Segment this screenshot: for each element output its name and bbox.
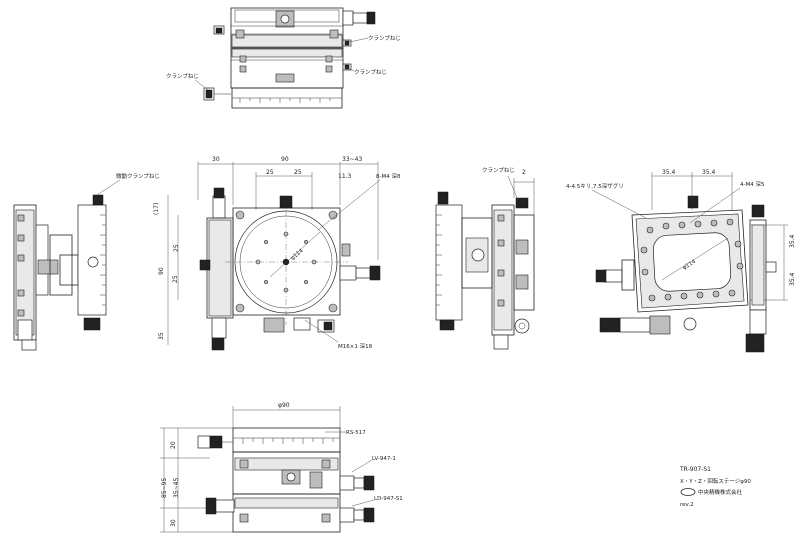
dim-35-v: 35	[158, 332, 165, 340]
dim-25-a: 25	[266, 169, 274, 176]
clamp-screw-label-3: クランプねじ	[166, 73, 199, 80]
right-side-scale-ticks	[436, 214, 442, 306]
company-logo	[680, 488, 696, 496]
hole-m16-label: M16×1 深18	[338, 342, 373, 350]
dim-25-v1: 25	[173, 244, 180, 252]
title-block: TR-907-S1 X・Y・Z・回転ステージφ90 中央精機株式会社 rev.2	[679, 466, 751, 508]
clamp-screw-label-4: クランプねじ	[482, 167, 515, 174]
dim-2: 2	[522, 169, 526, 176]
right-side-view: クランプねじ 2	[435, 167, 535, 350]
revision: rev.2	[680, 502, 694, 508]
dim-90: 90	[281, 156, 289, 163]
dim-90-v: 90	[158, 267, 165, 275]
fine-clamp-screw-label: 微動クランプねじ	[116, 172, 160, 180]
bottom-scale-ticks	[242, 438, 334, 444]
dim-35-4-d: 35.4	[789, 272, 796, 286]
dim-phi90: φ90	[278, 402, 290, 409]
dim-25-b: 25	[294, 169, 302, 176]
company-name: 中央精機株式会社	[698, 488, 743, 496]
top-elevation-view: クランプねじ クランプねじ クランプねじ	[166, 7, 401, 109]
dim-85-95: 85~95	[161, 478, 168, 498]
dim-30: 30	[212, 156, 220, 163]
part-lv-947-1: LV-947-1	[372, 456, 396, 462]
part-ld-947-s1: LD-947-S1	[374, 496, 403, 502]
hole-8m4-label: 8-M4 深8	[376, 172, 401, 180]
dim-20: 20	[170, 441, 177, 449]
top-scale-ticks	[239, 98, 331, 103]
hole-4-45-label: 4-4.5キリ,7.5深ザグリ	[566, 182, 624, 190]
dim-35-4-c: 35.4	[789, 234, 796, 248]
dim-11-3: 11.3	[338, 173, 352, 180]
right-plan-view: 35.4 35.4 35.4 35.4	[566, 169, 796, 353]
left-side-view: 微動クランプねじ	[13, 172, 160, 351]
dim-30-v: 30	[170, 519, 177, 527]
clamp-screw-label-1: クランプねじ	[368, 35, 401, 42]
clamp-screw-label-2: クランプねじ	[354, 69, 387, 76]
dim-17: (17)	[153, 203, 160, 215]
dim-25-v2: 25	[172, 275, 179, 283]
model-description: X・Y・Z・回転ステージφ90	[680, 478, 751, 485]
dim-35-45: 35~45	[173, 478, 180, 498]
part-rs-517: RS-517	[346, 430, 366, 436]
model-number: TR-907-S1	[679, 466, 711, 473]
dim-33-43: 33~43	[342, 156, 362, 163]
right-plan-holes	[640, 218, 744, 302]
dim-35-4-a: 35.4	[662, 169, 676, 176]
hole-4m4-label: 4-M4 深5	[740, 180, 765, 188]
bottom-front-view: φ90 20 35~45 85~95 30	[160, 402, 403, 533]
dim-35-4-b: 35.4	[702, 169, 716, 176]
left-scale-ticks	[100, 214, 106, 306]
center-plan-view: 30 90 33~43 25 25 11.3 (17) 25 90 25 35	[153, 156, 401, 351]
